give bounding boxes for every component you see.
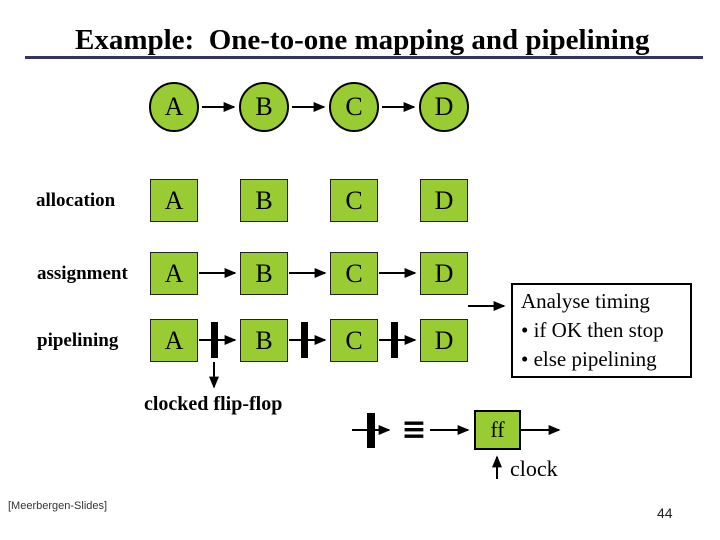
assignment-node-d: D <box>420 252 468 295</box>
row-label-assignment: assignment <box>37 263 128 284</box>
pipelining-node-a: A <box>150 319 198 362</box>
graph-node-b: B <box>239 82 289 132</box>
pipelining-node-d-label: D <box>434 325 454 355</box>
analyse-line-2: • if OK then stop <box>521 318 664 342</box>
graph-node-d: D <box>419 82 469 132</box>
title-underline <box>25 56 703 59</box>
pipelining-node-c: C <box>330 319 378 362</box>
assignment-node-a-label: A <box>164 258 184 288</box>
graph-node-b-label: B <box>255 92 273 121</box>
legend-flipflop-bar <box>367 413 375 448</box>
allocation-node-d-label: D <box>434 185 454 215</box>
pipelining-node-c-label: C <box>345 325 363 355</box>
allocation-node-a-label: A <box>164 185 184 215</box>
analyse-timing-box: Analyse timing • if OK then stop • else … <box>511 283 692 378</box>
clock-label: clock <box>510 456 558 481</box>
flipflop-bar-3 <box>391 322 398 358</box>
clocked-flipflop-label: clocked flip-flop <box>144 393 283 415</box>
allocation-node-c: C <box>330 179 378 222</box>
ff-box: ff <box>474 410 521 450</box>
page-number: 44 <box>657 505 673 521</box>
flipflop-bar-1 <box>211 322 218 358</box>
assignment-node-d-label: D <box>434 258 454 288</box>
row-label-pipelining: pipelining <box>37 330 119 351</box>
assignment-node-a: A <box>150 252 198 295</box>
graph-node-a-label: A <box>164 92 184 121</box>
allocation-node-d: D <box>420 179 468 222</box>
allocation-node-b-label: B <box>255 185 273 215</box>
pipelining-node-b: B <box>240 319 288 362</box>
analyse-line-3: • else pipelining <box>521 347 657 371</box>
row-label-allocation: allocation <box>36 190 116 211</box>
credit-label: [Meerbergen-Slides] <box>8 500 108 512</box>
page-title: Example: One-to-one mapping and pipelini… <box>75 24 650 56</box>
allocation-node-a: A <box>150 179 198 222</box>
flipflop-bar-2 <box>301 322 308 358</box>
assignment-node-b-label: B <box>255 258 273 288</box>
graph-node-c: C <box>329 82 379 132</box>
pipelining-node-d: D <box>420 319 468 362</box>
allocation-node-b: B <box>240 179 288 222</box>
assignment-node-c: C <box>330 252 378 295</box>
equivalence-icon: ≡ <box>401 412 427 447</box>
graph-node-a: A <box>149 82 199 132</box>
graph-node-d-label: D <box>434 92 454 121</box>
ff-box-label: ff <box>490 417 505 442</box>
analyse-line-1: Analyse timing <box>521 289 650 313</box>
assignment-node-b: B <box>240 252 288 295</box>
assignment-node-c-label: C <box>345 258 363 288</box>
pipelining-node-b-label: B <box>255 325 273 355</box>
graph-node-c-label: C <box>345 92 363 121</box>
pipelining-node-a-label: A <box>164 325 184 355</box>
allocation-node-c-label: C <box>345 185 363 215</box>
